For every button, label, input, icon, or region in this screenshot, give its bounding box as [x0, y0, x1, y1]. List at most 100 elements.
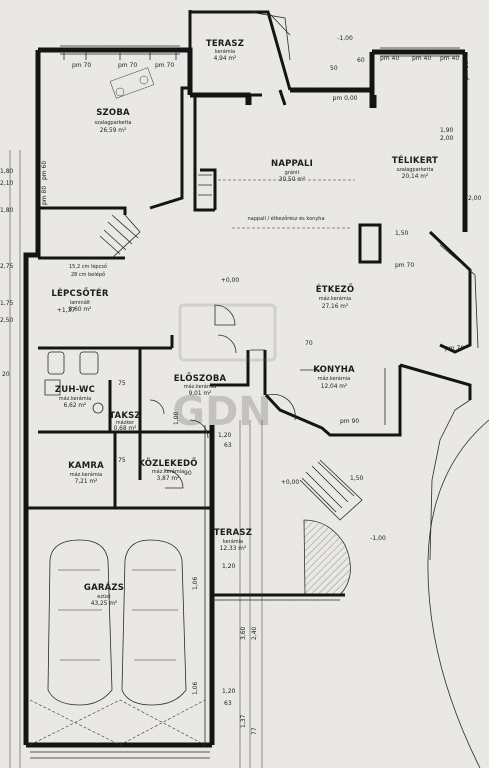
room-etkezo-area: 27,16 m²	[322, 303, 348, 310]
dim-190: 1,90	[440, 127, 454, 134]
room-garazs-area: 43,25 m²	[91, 600, 117, 607]
dim-275: 2,75	[0, 263, 14, 270]
level-top: -1,00	[337, 35, 353, 42]
room-eloszoba-name: ELŐSZOBA	[174, 373, 227, 384]
room-nappali-floor: gránit	[285, 169, 300, 176]
dim-pm40-b: pm 40	[412, 55, 431, 62]
fixtures	[9, 45, 489, 768]
room-telikert-floor: szalagparketta	[397, 167, 434, 173]
dim-180-a: 1,80	[0, 168, 14, 175]
dim-106-a: 1,06	[192, 576, 199, 590]
dim-175: 1,75	[0, 300, 14, 307]
room-kozlekedo-name: KÖZLEKEDŐ	[138, 458, 197, 469]
dim-120-b: 1,20	[222, 563, 236, 570]
room-etkezo-floor: máz.kerámia	[319, 295, 351, 302]
dim-pm70-b: pm 70	[118, 62, 137, 69]
room-terasz-mid-area: 12,33 m²	[220, 545, 246, 552]
room-konyha-floor: máz.kerámia	[318, 375, 350, 382]
room-eloszoba-area: 9,01 m²	[189, 390, 212, 397]
room-kozlekedo-floor: máz.kerámia	[152, 468, 184, 475]
room-nappali-area: 30,50 m²	[279, 176, 305, 183]
room-terasz-mid-name: TERASZ	[214, 528, 252, 538]
room-kamra-name: KAMRA	[68, 461, 104, 471]
dim-75-b: 75	[118, 457, 126, 464]
room-lepcsoter-area: 8,60 m²	[69, 306, 92, 313]
dim-250: 2,50	[0, 317, 14, 324]
dim-180-b: 1,80	[0, 207, 14, 214]
interior-walls	[26, 86, 382, 510]
room-labels: SZOBA szalagparketta 26,59 m² TERASZ ker…	[51, 39, 438, 607]
plan-notes: nappali / étkezőrész és konyha 15,2 cm l…	[57, 35, 386, 542]
room-szoba-floor: szalagparketta	[95, 120, 132, 126]
dim-77: 77	[251, 727, 258, 735]
level-pm0: pm 0,00	[333, 95, 358, 102]
room-konyha-name: KONYHA	[313, 365, 355, 375]
dim-210-a: 2,10	[0, 180, 14, 187]
dim-pm70-e: pm 70	[445, 345, 464, 352]
dim-60: 60	[357, 57, 365, 64]
room-szoba-name: SZOBA	[96, 108, 130, 118]
room-terasz-top-floor: kerámia	[215, 48, 235, 55]
room-kamra-area: 7,21 m²	[75, 478, 98, 485]
dim-pm40-c: pm 40	[440, 55, 459, 62]
room-terasz-mid-floor: kerámia	[223, 538, 243, 545]
dim-pm90: pm 90	[340, 418, 359, 425]
dim-50: 50	[330, 65, 338, 72]
note-stair-run: 28 cm belépő	[71, 271, 105, 278]
room-lepcsoter-name: LÉPCSŐTÉR	[51, 287, 108, 299]
dim-90: 90	[184, 470, 192, 477]
room-etkezo-name: ÉTKEZŐ	[316, 283, 355, 295]
level-garden: -1,00	[370, 535, 386, 542]
dim-137: 1,37	[240, 714, 247, 728]
room-zuh-wc-name: ZUH-WC	[55, 385, 95, 395]
room-telikert-name: TÉLIKERT	[392, 154, 438, 166]
room-taksz-floor: mázker	[116, 419, 135, 426]
dim-100: 1,00	[173, 411, 180, 425]
exterior-walls	[23, 10, 479, 748]
watermark-text: GDN	[172, 389, 272, 435]
room-kamra-floor: máz.kerámia	[70, 471, 102, 478]
dim-pm70-a: pm 70	[72, 62, 91, 69]
dim-120-c: 1,20	[222, 688, 236, 695]
room-terasz-top-name: TERASZ	[206, 39, 244, 49]
dim-150-b: 1,50	[350, 475, 364, 482]
room-taksz-name: TAKSZ	[109, 411, 141, 421]
dim-20: 20	[2, 371, 10, 378]
room-konyha-area: 12,04 m²	[321, 383, 347, 390]
dim-pm60: pm 60	[41, 161, 48, 180]
watermark: GDN	[172, 303, 277, 435]
dim-120-a: 1,20	[218, 432, 232, 439]
room-lepcsoter-floor: laminált	[70, 299, 90, 306]
room-eloszoba-floor: máz.kerámia	[184, 383, 216, 390]
dim-75-a: 75	[118, 380, 126, 387]
room-szoba-area: 26,59 m²	[100, 127, 126, 134]
note-stair-steps: 15,2 cm lépcső	[69, 263, 107, 270]
level-terrace: +0,00	[281, 479, 300, 486]
room-terasz-top-area: 4,94 m²	[214, 55, 237, 62]
note-open-plan: nappali / étkezőrész és konyha	[247, 215, 324, 222]
dim-63-a: 63	[224, 442, 232, 449]
room-zuh-wc-area: 6,62 m²	[64, 402, 87, 409]
dim-pm30: pm 30	[463, 61, 470, 80]
dim-360: 3,60	[240, 626, 247, 640]
level-main: +0,00	[221, 277, 240, 284]
dim-70: 70	[305, 340, 313, 347]
room-zuh-wc-floor: máz.kerámia	[59, 395, 91, 402]
room-kozlekedo-area: 3,87 m²	[157, 475, 180, 482]
level-stair: +1,37	[57, 307, 76, 314]
room-nappali-name: NAPPALI	[271, 159, 313, 169]
dim-150-a: 1,50	[395, 230, 409, 237]
dim-106-b: 1,06	[192, 681, 199, 695]
dim-pm80: pm 80	[41, 186, 48, 205]
dim-200-a: 2,00	[440, 135, 454, 142]
dim-240: 2,40	[251, 626, 258, 640]
room-telikert-area: 20,14 m²	[402, 173, 428, 180]
dim-63-b: 63	[224, 700, 232, 707]
room-garazs-floor: ezüst	[97, 594, 110, 600]
room-taksz-area: 0,68 m²	[114, 425, 137, 432]
room-garazs-name: GARÁZS	[84, 581, 124, 593]
dim-pm70-c: pm 70	[155, 62, 174, 69]
dim-200-b: 2,00	[468, 195, 482, 202]
dim-pm70-d: pm 70	[395, 262, 414, 269]
